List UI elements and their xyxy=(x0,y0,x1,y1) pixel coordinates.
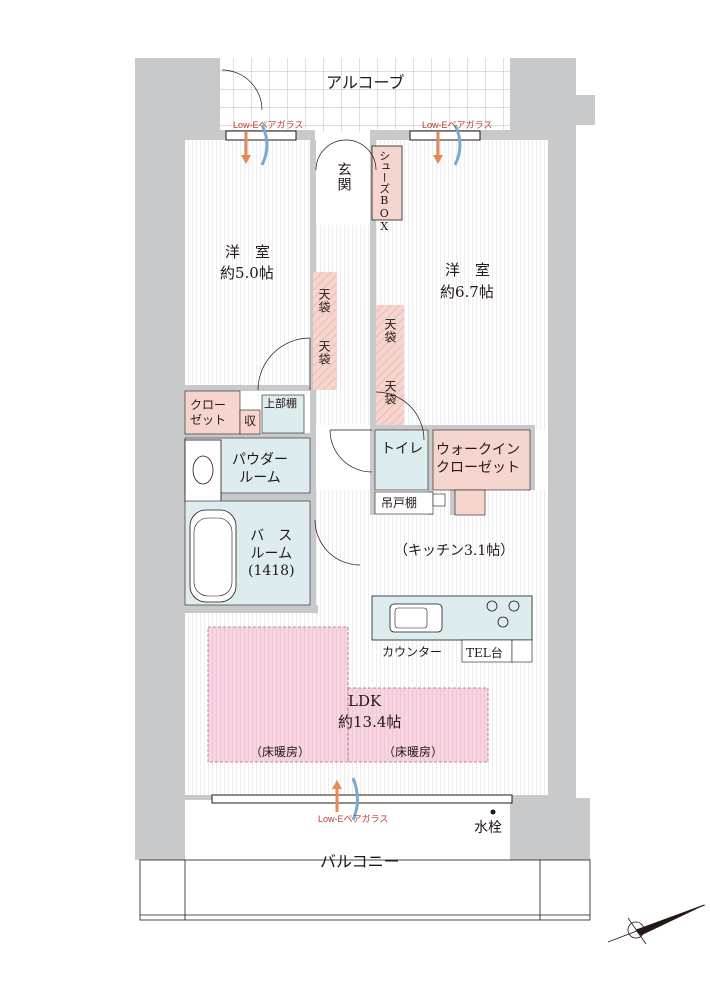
alcove-tiles xyxy=(220,58,510,132)
tenbukuro-label-1: 天袋 xyxy=(317,288,331,314)
tenbukuro-label-2: 天袋 xyxy=(317,340,331,366)
exterior-walls xyxy=(135,58,595,860)
closet-left xyxy=(184,390,241,435)
glass-arrows xyxy=(241,124,462,821)
floor-heating-label-1: （床暖房） xyxy=(250,745,311,759)
balcony-railing xyxy=(139,859,591,921)
storage-label: 収 xyxy=(244,414,257,428)
floor-heating-area xyxy=(207,626,349,763)
sink-basin xyxy=(192,455,214,485)
western-room-right-name: 洋 室 xyxy=(445,261,491,279)
ldk-name: LDK xyxy=(348,692,382,710)
faucet-point xyxy=(490,809,496,815)
windows xyxy=(211,130,513,804)
glass-label-left: Low-Eペアガラス xyxy=(233,120,304,130)
entrance-label: 玄関 xyxy=(335,162,352,192)
shoe-box xyxy=(371,145,403,221)
ldk-size: 約13.4帖 xyxy=(338,713,402,731)
walk-in-closet xyxy=(432,429,531,491)
glass-label-bottom: Low-Eペアガラス xyxy=(318,814,389,824)
toilet-label: トイレ xyxy=(381,441,423,457)
balcony-label: バルコニー xyxy=(320,852,400,871)
sink-unit xyxy=(184,439,222,503)
walk-in-closet-label: ウォークイン クローゼット xyxy=(436,442,520,476)
western-room-right-size: 約6.7帖 xyxy=(440,283,494,301)
closet-label: クロー ゼット xyxy=(190,398,227,427)
toilet-room xyxy=(374,429,429,491)
faucet-label: 水栓 xyxy=(474,820,502,836)
floor-heating-label-2: （床暖房） xyxy=(383,745,444,759)
tenbukuro-label-4: 天袋 xyxy=(383,380,397,406)
tenbukuro-left xyxy=(313,272,337,390)
upper-shelf-label: 上部棚 xyxy=(264,397,297,410)
western-room-left-name: 洋 室 xyxy=(225,243,271,261)
doors xyxy=(221,69,425,566)
tenbukuro-right xyxy=(376,305,404,425)
upper-shelf-box xyxy=(261,394,305,434)
shoe-box-label: シューズBOX xyxy=(377,150,391,233)
compass xyxy=(607,904,706,945)
glass-label-right: Low-Eペアガラス xyxy=(422,120,493,130)
counter-label: カウンター xyxy=(382,645,443,659)
kitchen-sink xyxy=(389,603,443,633)
alcove-label: アルコーブ xyxy=(326,73,405,92)
hanging-shelf-label: 吊戸棚 xyxy=(381,496,418,510)
kitchen-label: （キッチン3.1帖） xyxy=(394,543,515,559)
bath-room-label: バ ス ルーム (1418) xyxy=(248,528,295,579)
western-room-left-size: 約5.0帖 xyxy=(220,264,274,282)
storage-box xyxy=(239,409,261,435)
powder-room-label: パウダー ルーム xyxy=(232,452,288,486)
tel-stand-label: TEL台 xyxy=(466,646,503,660)
tenbukuro-label-3: 天袋 xyxy=(383,318,397,344)
